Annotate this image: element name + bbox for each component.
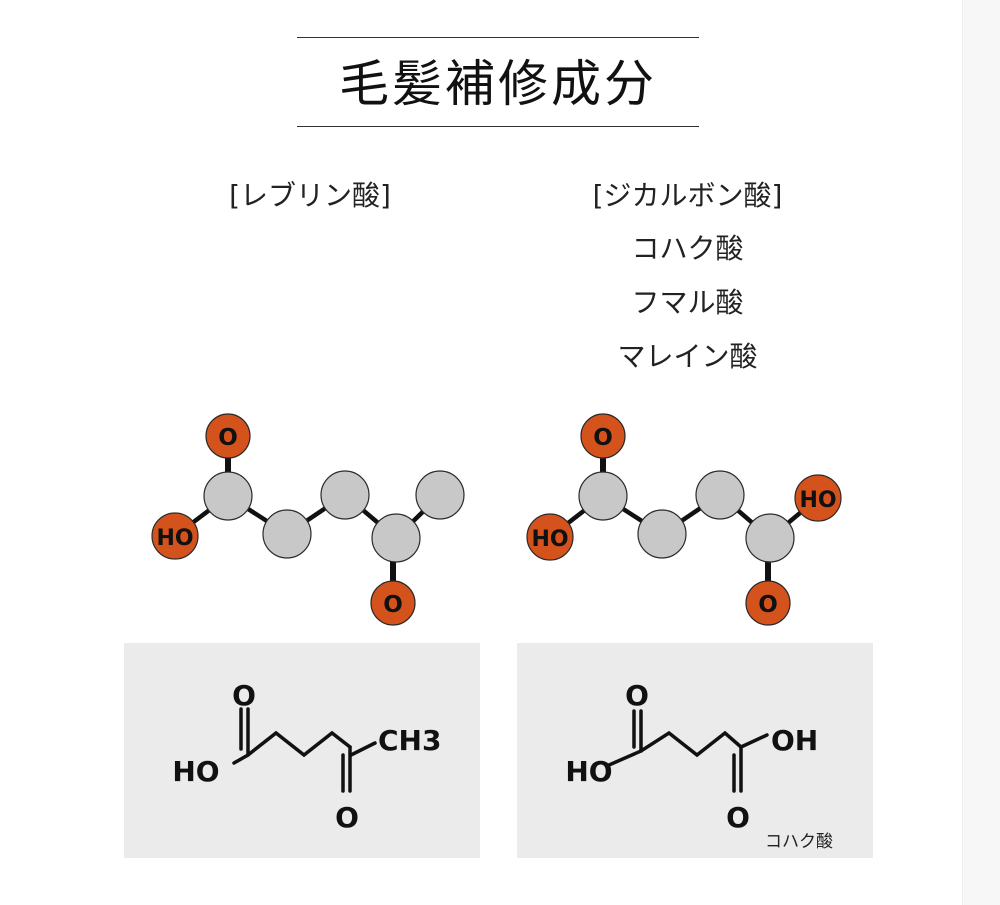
hydroxyl-atom bbox=[794, 474, 842, 522]
atom-label-o: O bbox=[593, 425, 613, 451]
oxygen-atom bbox=[370, 580, 416, 626]
acid-name-succinic: コハク酸 bbox=[631, 232, 744, 265]
carbon-atom bbox=[578, 471, 628, 521]
atom-label-ho: HO bbox=[156, 526, 193, 551]
oxygen-atom bbox=[205, 413, 251, 459]
formula-label-ch3: CH3 bbox=[378, 724, 441, 757]
oxygen-atom bbox=[580, 413, 626, 459]
atom-label-ho: HO bbox=[799, 488, 836, 513]
formula-label-ho: HO bbox=[172, 755, 219, 788]
succinic-structural-formula: O HO OH O コハク酸 bbox=[565, 679, 833, 852]
formula-label-o: O bbox=[625, 679, 649, 712]
page-title: 毛髪補修成分 bbox=[339, 55, 657, 113]
levulinic-formula-panel: O HO CH3 O bbox=[124, 643, 480, 858]
atom-label-ho: HO bbox=[531, 527, 568, 552]
carbon-atom bbox=[203, 471, 253, 521]
formula-label-ho: HO bbox=[565, 755, 612, 788]
formula-label-o: O bbox=[335, 801, 359, 834]
atom-label-o: O bbox=[383, 592, 403, 618]
carbon-atom bbox=[262, 509, 312, 559]
succinic-acid-model: O HO HO O bbox=[526, 413, 842, 626]
atom-label-o: O bbox=[758, 592, 778, 618]
levulinic-structural-formula: O HO CH3 O bbox=[172, 679, 441, 834]
levulinic-acid-model: O HO O bbox=[151, 413, 465, 626]
atom-label-o: O bbox=[218, 425, 238, 451]
carbon-atom bbox=[415, 470, 465, 520]
carbon-atom bbox=[637, 509, 687, 559]
acid-name-fumaric: フマル酸 bbox=[631, 286, 744, 319]
formula-caption: コハク酸 bbox=[765, 832, 833, 852]
side-strip bbox=[962, 0, 1000, 905]
formula-label-oh: OH bbox=[771, 724, 818, 757]
carbon-atom bbox=[371, 513, 421, 563]
levulinic-acid-heading: [レブリン酸] bbox=[229, 179, 391, 212]
hydroxyl-atom bbox=[526, 513, 574, 561]
dicarboxylic-acid-heading: [ジカルボン酸] bbox=[592, 179, 783, 212]
title-bottom-rule bbox=[297, 126, 699, 127]
carbon-atom bbox=[320, 470, 370, 520]
acid-name-maleic: マレイン酸 bbox=[617, 340, 758, 373]
title-top-rule bbox=[297, 37, 699, 38]
hydroxyl-atom bbox=[151, 512, 199, 560]
oxygen-atom bbox=[745, 580, 791, 626]
formula-label-o: O bbox=[726, 801, 750, 834]
carbon-atom bbox=[695, 470, 745, 520]
carbon-atom bbox=[745, 513, 795, 563]
succinic-formula-panel: O HO OH O コハク酸 bbox=[517, 643, 873, 858]
formula-label-o: O bbox=[232, 679, 256, 712]
